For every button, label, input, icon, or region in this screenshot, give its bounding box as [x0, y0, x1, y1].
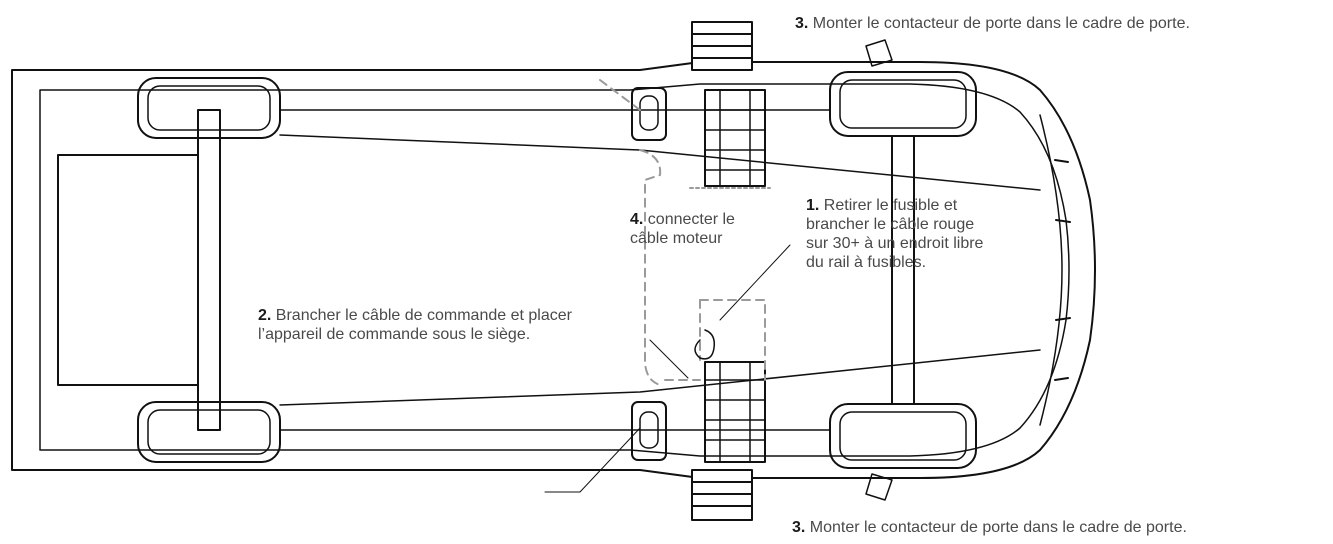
- mirror-top: [865, 39, 893, 67]
- wheel-rear-bottom: [137, 401, 281, 463]
- wheel-front-top: [829, 71, 977, 137]
- callout-control-cable: 2. Brancher le câble de commande et plac…: [258, 306, 598, 344]
- wheel-front-top-inner: [839, 79, 967, 129]
- callout-text: Monter le contacteur de porte dans le ca…: [808, 15, 1190, 32]
- door-step-top-lines: [691, 33, 753, 59]
- wheel-rear-top-inner: [147, 85, 271, 131]
- rear-bumper: [57, 154, 199, 386]
- seat-mechanism-bottom-detail: [704, 361, 766, 463]
- wheel-rear-bottom-inner: [147, 409, 271, 455]
- wheel-rear-top: [137, 77, 281, 139]
- leader-line-bottom: [544, 427, 641, 493]
- callout-number: 4.: [630, 211, 644, 228]
- callout-fuse: 1. Retirer le fusible et brancher le câb…: [806, 196, 986, 272]
- callout-number: 3.: [792, 519, 806, 536]
- wiring-dashed: [599, 79, 771, 386]
- rear-axle: [197, 109, 221, 431]
- front-axle: [891, 135, 915, 405]
- chassis-line-upper-diag: [279, 134, 1041, 191]
- seat-mechanism-top: [704, 89, 766, 187]
- callout-text: connecter le câble moteur: [630, 211, 735, 247]
- leader-line-motor: [649, 339, 689, 379]
- seat-mechanism-top-detail: [704, 89, 766, 187]
- callout-text: Monter le contacteur de porte dans le ca…: [805, 519, 1187, 536]
- callout-text: Retirer le fusible et brancher le câble …: [806, 197, 984, 271]
- callout-text: Brancher le câble de commande et placer …: [258, 307, 572, 343]
- callout-door-contact-bottom: 3. Monter le contacteur de porte dans le…: [792, 518, 1332, 537]
- chassis-line-lower-diag: [279, 349, 1041, 406]
- motor-unit-top-inner: [639, 95, 659, 131]
- callout-number: 2.: [258, 307, 272, 324]
- wheel-front-bottom: [829, 403, 977, 469]
- leader-line-fuse: [719, 244, 791, 321]
- wheel-front-bottom-inner: [839, 411, 967, 461]
- motor-unit-top: [631, 87, 667, 141]
- door-step-bottom-lines: [691, 481, 753, 507]
- mirror-bottom: [865, 473, 893, 501]
- front-grille: [1054, 159, 1071, 381]
- callout-door-contact-top: 3. Monter le contacteur de porte dans le…: [795, 14, 1330, 33]
- vehicle-body-inner: [39, 83, 1070, 457]
- seat-mechanism-bottom: [704, 361, 766, 463]
- motor-unit-bottom: [631, 401, 667, 461]
- windshield: [1039, 114, 1063, 426]
- callout-motor-cable: 4. connecter le câble moteur: [630, 210, 750, 248]
- callout-number: 3.: [795, 15, 809, 32]
- fuse-cable: [694, 329, 716, 360]
- motor-unit-bottom-inner: [639, 411, 659, 449]
- callout-number: 1.: [806, 197, 820, 214]
- vehicle-body-outline: [11, 61, 1096, 479]
